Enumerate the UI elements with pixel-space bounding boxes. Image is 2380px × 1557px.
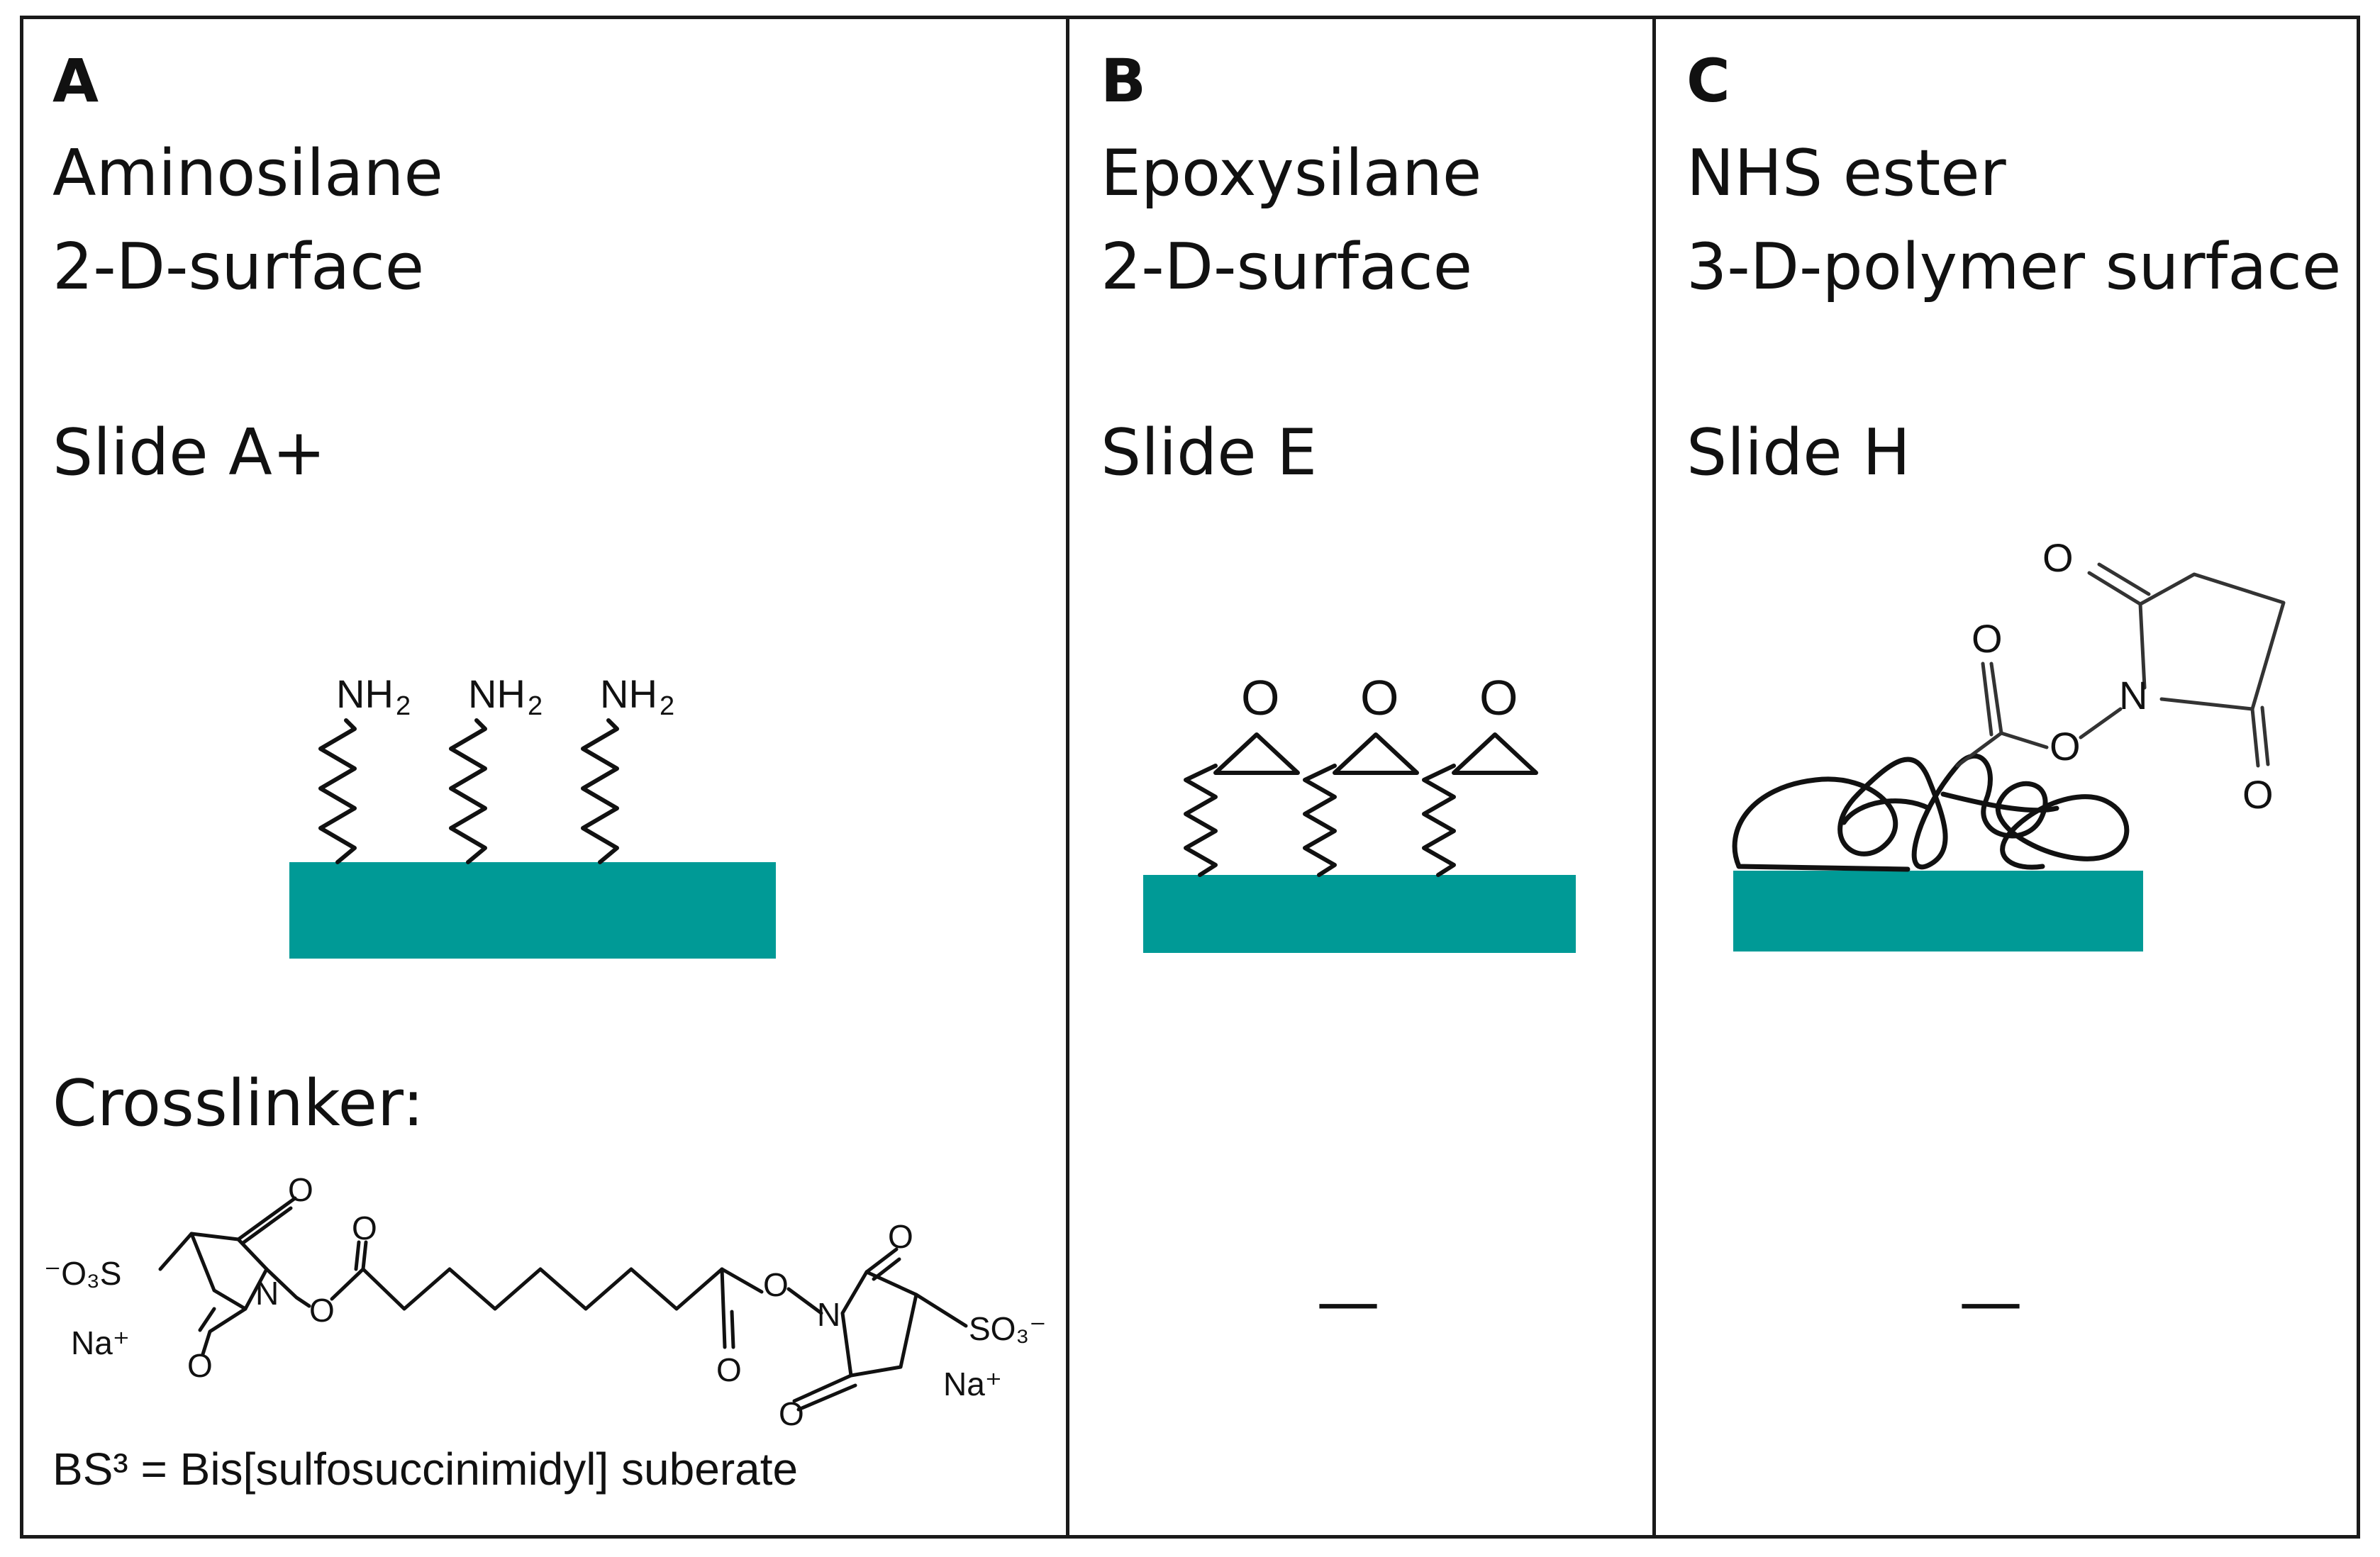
panel-c-polymer-coil: [1732, 753, 2130, 872]
amine-subscript-2: 2: [528, 691, 543, 721]
panel-c-ester-carbonyl: [1981, 662, 2003, 737]
panel-a-crosslinker-formula: BS³ = Bis[sulfosuccinimidyl] suberate: [52, 1444, 799, 1495]
bs3-right-carbonyl-top: [864, 1247, 901, 1281]
bs3-oxygen-right-ester: O: [716, 1351, 742, 1388]
panel-c-ester-bond: [1955, 731, 2003, 768]
bs3-sulfonate-right: SO₃⁻: [969, 1310, 1046, 1347]
panel-b-surface-type: 2-D-surface: [1101, 230, 1473, 304]
panel-c-letter: C: [1686, 46, 1730, 116]
panel-b-title: Epoxysilane: [1101, 136, 1482, 211]
panel-a-surface-type: 2-D-surface: [52, 230, 425, 304]
panel-b-letter: B: [1101, 46, 1147, 116]
nhs-ester-link-o: O: [2050, 724, 2081, 769]
panel-a-title: Aminosilane: [52, 136, 443, 211]
panel-c-atom-labels: O O N O O: [1972, 535, 2274, 817]
epoxide-oxygen-1: O: [1241, 670, 1279, 725]
panel-b-slide-name: Slide E: [1101, 415, 1318, 490]
panel-a-linker-1: [318, 718, 357, 864]
bs3-left-oc-bond: [330, 1267, 365, 1301]
figure-frame: [20, 16, 2360, 1539]
nhs-ring-n: N: [2119, 673, 2147, 718]
amine-subscript-3: 2: [660, 691, 674, 721]
panel-b-epoxide-2: [1333, 732, 1419, 775]
bs3-sulfonate-left: ⁻O₃S: [44, 1255, 121, 1292]
bs3-nitrogen-right: N: [817, 1296, 840, 1333]
panel-c-ester-o-bond: [1999, 707, 2123, 749]
bs3-left-carbonyl-bottom: [198, 1307, 248, 1356]
bs3-structure: [158, 1196, 968, 1412]
panel-a-slide-name: Slide A+: [52, 415, 326, 490]
bs3-left-no-bond: [265, 1267, 311, 1308]
bs3-left-carbonyl-top: [236, 1196, 297, 1244]
amine-label-2: NH: [468, 671, 526, 716]
bs3-sodium-left: Na⁺: [71, 1324, 130, 1361]
panel-c-nhs-ring: [2138, 572, 2286, 711]
nhs-ring-carbonyl-o-top: O: [2042, 535, 2074, 580]
panel-b-substrate: [1143, 875, 1576, 953]
amine-label-1: NH: [336, 671, 394, 716]
panel-c-nhs-group: [1955, 562, 2286, 768]
nhs-ester-carbonyl-o: O: [1972, 616, 2003, 661]
bs3-left-sulfonate-bond: [158, 1232, 194, 1271]
panel-a-substrate: [289, 862, 776, 959]
bs3-right-sulfonate-bond: [914, 1293, 968, 1328]
bs3-oxygen-right-bottom: O: [779, 1395, 804, 1432]
bs3-right-no-bond: [786, 1287, 823, 1315]
bs3-right-ring: [840, 1270, 918, 1378]
bs3-right-carbonyl-bottom: [792, 1373, 857, 1412]
panel-c-title: NHS ester: [1686, 136, 2006, 211]
panel-a-crosslinker-label: Crosslinker:: [52, 1066, 424, 1141]
divider-b-c: [1652, 16, 1656, 1539]
panel-a-linker-3: [581, 718, 619, 864]
bs3-oxygen-left-bottom: O: [187, 1347, 213, 1384]
panel-b-linker-3: [1422, 764, 1456, 877]
panel-c-slide-name: Slide H: [1686, 415, 1911, 490]
panel-a-linker-2: [449, 718, 487, 864]
amine-label-3: NH: [600, 671, 657, 716]
bs3-oxygen-left-ester: O: [352, 1210, 377, 1246]
epoxide-oxygen-2: O: [1360, 670, 1398, 725]
panel-b-crosslinker-none: —: [1316, 1265, 1380, 1339]
bs3-oxygen-right-link: O: [763, 1266, 789, 1303]
bs3-atom-labels: ⁻O₃S Na⁺ N O O O O O O N O O SO₃⁻ Na⁺: [44, 1171, 1046, 1432]
panel-c-crosslinker-none: —: [1959, 1265, 2023, 1339]
bs3-right-oc-bond: [720, 1267, 764, 1294]
bs3-left-ester-carbonyl: [354, 1240, 368, 1271]
panel-c-substrate: [1733, 871, 2143, 951]
bs3-oxygen-right-top: O: [888, 1218, 913, 1255]
bs3-suberate-chain: [361, 1267, 724, 1311]
nhs-ring-carbonyl-o-bottom: O: [2242, 772, 2274, 817]
panel-b-epoxide-3: [1452, 732, 1538, 775]
bs3-oxygen-left-link: O: [309, 1292, 335, 1329]
divider-a-b: [1066, 16, 1069, 1539]
panel-b-epoxide-labels: O O O: [1241, 670, 1518, 725]
panel-b-epoxide-1: [1213, 732, 1300, 775]
panel-b-linker-1: [1184, 764, 1218, 877]
bs3-sodium-right: Na⁺: [943, 1366, 1002, 1402]
panel-c-nhs-carbonyl-top: [2087, 562, 2151, 606]
panel-c-nhs-carbonyl-bottom: [2250, 705, 2270, 768]
epoxide-oxygen-3: O: [1479, 670, 1518, 725]
panel-a-letter: A: [52, 46, 99, 116]
bs3-left-ring: [189, 1232, 269, 1311]
bs3-oxygen-left-top: O: [288, 1171, 313, 1208]
panel-a-amine-labels: NH 2 NH 2 NH 2: [336, 671, 674, 721]
bs3-right-ester-carbonyl: [720, 1267, 735, 1349]
panel-c-surface-type: 3-D-polymer surface: [1686, 230, 2342, 304]
bs3-nitrogen-left: N: [255, 1275, 279, 1312]
panel-b-linker-2: [1303, 764, 1337, 877]
amine-subscript-1: 2: [396, 691, 411, 721]
